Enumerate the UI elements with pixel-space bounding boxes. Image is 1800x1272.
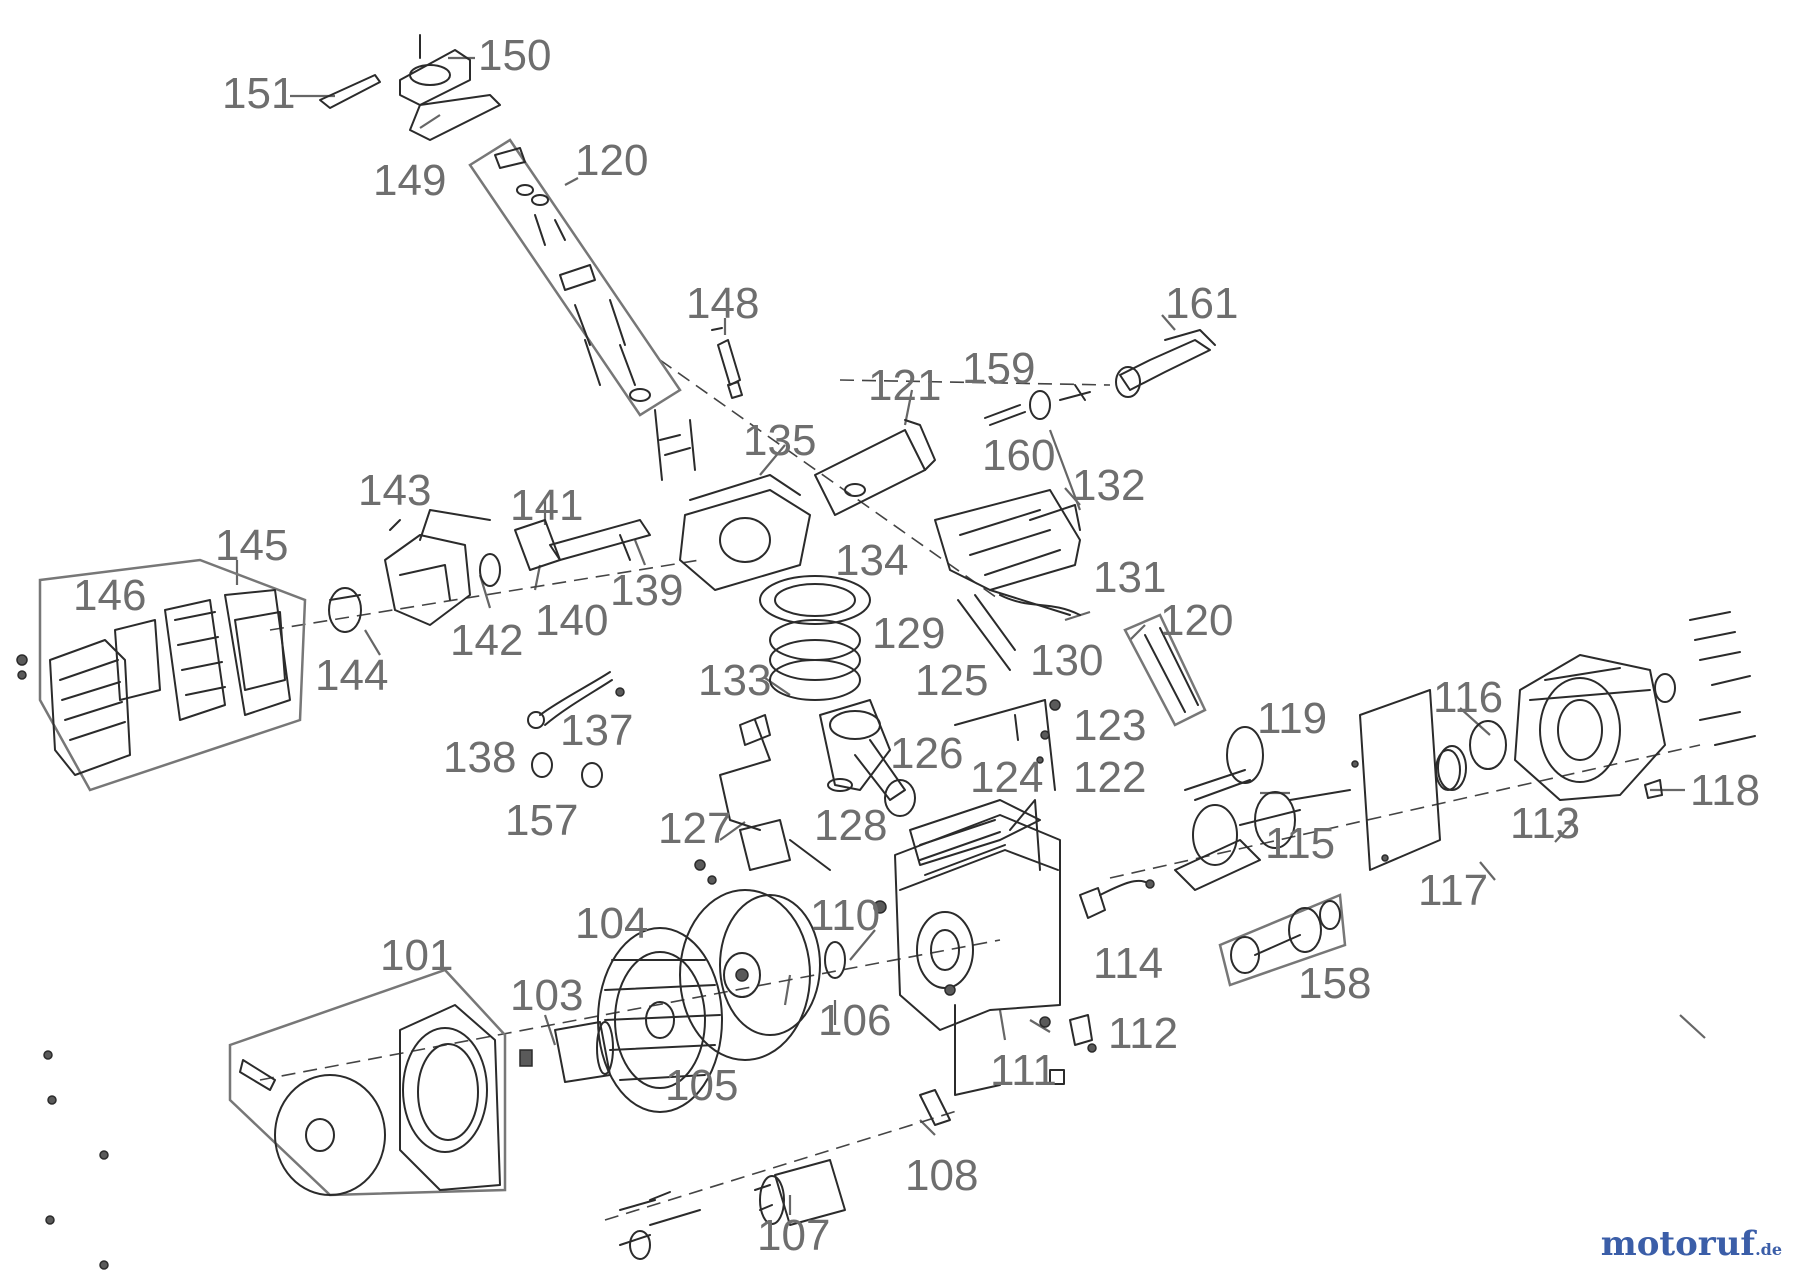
crankcase-block [894,799,1061,1031]
label-138: 138 [443,733,516,782]
label-113: 113 [1510,799,1580,848]
label-161: 161 [1165,279,1238,328]
label-135: 135 [743,416,816,465]
label-101: 101 [380,931,453,980]
label-119: 119 [1257,694,1327,743]
head-rings [654,409,871,701]
crankshaft-camshaft [1174,689,1467,891]
ignition-coil [719,714,831,871]
label-160: 160 [982,431,1055,480]
label-132: 132 [1072,461,1145,510]
label-114: 114 [1093,939,1163,988]
exhaust-parts [984,329,1216,426]
label-134: 134 [835,536,908,585]
label-137: 137 [560,706,633,755]
label-103: 103 [510,971,583,1020]
label-151: 151 [222,69,295,118]
governor-assembly [954,699,1061,791]
label-105: 105 [665,1061,738,1110]
governor-rods [957,589,1081,671]
fan-and-pulley [519,927,723,1113]
crankcase-cover [1435,611,1756,801]
label-143: 143 [358,466,431,515]
fuel-hose-clips [527,671,625,788]
callout-labels: 150 151 149 120 148 161 159 121 160 135 … [73,31,1760,1260]
label-142: 142 [450,616,523,665]
balancer-group [1218,893,1347,987]
valve-group-top [468,138,682,417]
small-fasteners [43,859,1097,1270]
label-111: 111 [990,1046,1057,1095]
label-141: 141 [510,481,583,530]
label-124: 124 [970,753,1043,802]
spark-plug [711,327,743,399]
label-123: 123 [1073,701,1146,750]
label-130: 130 [1030,636,1103,685]
air-filter-group [16,558,307,792]
label-146: 146 [73,571,146,620]
label-127: 127 [658,804,731,853]
label-144: 144 [315,651,388,700]
label-131: 131 [1093,553,1166,602]
motoruf-watermark: motoruf.de [1601,1224,1782,1264]
label-128: 128 [814,801,887,850]
piston-conrod [819,699,916,817]
label-159: 159 [962,344,1035,393]
watermark-text: motoruf [1600,1224,1756,1264]
label-106: 106 [818,996,891,1045]
label-117: 117 [1418,866,1488,915]
label-148: 148 [686,279,759,328]
label-108: 108 [905,1151,978,1200]
label-120-top: 120 [575,136,648,185]
starter-motor [619,1004,1001,1260]
label-129: 129 [872,609,945,658]
label-120-right: 120 [1160,596,1233,645]
breather-cap [319,34,501,141]
label-125: 125 [915,656,988,705]
watermark-suffix: .de [1755,1240,1782,1259]
flywheel [679,889,846,1061]
label-126: 126 [890,729,963,778]
label-122: 122 [1073,753,1146,802]
assembly-axes [259,359,1701,1221]
sensor-114 [1079,879,1155,919]
label-140: 140 [535,596,608,645]
pushrod-group-right [1123,613,1207,727]
label-145: 145 [215,521,288,570]
recoil-starter-group [228,968,507,1197]
label-150: 150 [478,31,551,80]
label-110: 110 [810,891,880,940]
head-covers [814,419,1081,591]
label-115: 115 [1265,819,1335,868]
label-158: 158 [1298,959,1371,1008]
leader-lines [235,56,1706,1215]
label-133: 133 [698,656,771,705]
label-121: 121 [868,361,941,410]
label-118: 118 [1690,766,1760,815]
label-139: 139 [610,566,683,615]
label-116: 116 [1433,673,1503,722]
label-157: 157 [505,796,578,845]
label-104: 104 [575,899,648,948]
label-149: 149 [373,156,446,205]
label-112: 112 [1108,1009,1178,1058]
label-107: 107 [757,1211,830,1260]
carburetor-intake [328,509,651,633]
